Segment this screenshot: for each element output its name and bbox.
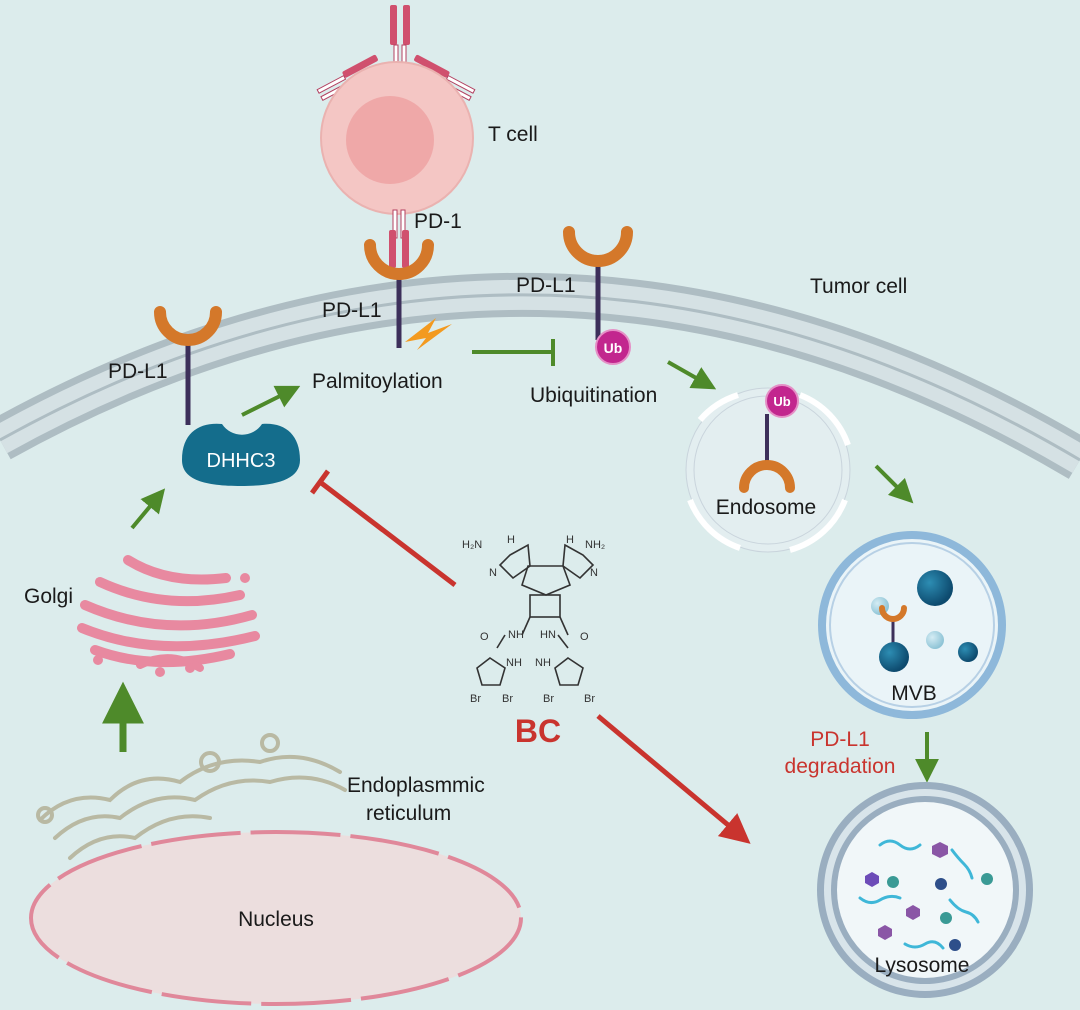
arrow-to-endosome bbox=[667, 360, 717, 390]
t-cell-label: T cell bbox=[488, 123, 538, 146]
arrow-bc-to-lysosome bbox=[596, 714, 751, 844]
ub-label-membrane: Ub bbox=[604, 340, 623, 356]
pdl1-receptor-right bbox=[563, 226, 633, 365]
palmitoylation-label: Palmitoylation bbox=[312, 370, 443, 393]
bc-chem-br-1: Br bbox=[470, 693, 481, 705]
bc-chem-nh-left: NH bbox=[508, 629, 524, 641]
t-cell bbox=[316, 5, 476, 215]
bc-chem-br-2: Br bbox=[502, 693, 513, 705]
pdl1-receptor-left bbox=[154, 306, 222, 425]
er-label-line1: Endoplasmmic bbox=[347, 774, 485, 797]
bc-chem-h-left: H bbox=[507, 534, 515, 546]
er-label-line2: reticulum bbox=[366, 802, 451, 825]
mvb-label: MVB bbox=[891, 682, 937, 705]
pd1-antibody bbox=[389, 209, 409, 268]
palmitoylation-bolt-icon bbox=[405, 318, 452, 350]
ubiquitination-label: Ubiquitination bbox=[530, 384, 657, 407]
degradation-label-line1: PD-L1 bbox=[810, 728, 870, 751]
pdl1-label-right: PD-L1 bbox=[516, 274, 576, 297]
endosome bbox=[685, 384, 851, 553]
bc-chem-o-right: O bbox=[580, 631, 589, 643]
bc-chem-n-left: N bbox=[489, 567, 497, 579]
lysosome-label: Lysosome bbox=[875, 954, 970, 977]
dhhc3-enzyme bbox=[182, 423, 300, 486]
golgi-apparatus bbox=[77, 555, 260, 677]
mvb bbox=[818, 531, 1006, 719]
arrow-golgi-to-dhhc3 bbox=[130, 488, 166, 530]
pdl1-label-left: PD-L1 bbox=[108, 360, 168, 383]
ub-tag-membrane bbox=[595, 329, 631, 365]
bc-chem-hn-right: HN bbox=[540, 629, 556, 641]
bc-chemical-structure bbox=[476, 543, 595, 686]
inhibit-bar-red bbox=[309, 469, 331, 495]
bc-compound-label: BC bbox=[515, 713, 561, 749]
bc-chem-br-3: Br bbox=[543, 693, 554, 705]
ub-label-endosome: Ub bbox=[773, 394, 790, 409]
t-cell-nucleus bbox=[346, 96, 434, 184]
tumor-cell-membrane bbox=[0, 272, 1080, 479]
tcr-antibody-top bbox=[390, 5, 410, 76]
pd1-label: PD-1 bbox=[414, 210, 462, 233]
degradation-label-line2: degradation bbox=[785, 755, 896, 778]
arrow-dhhc3-to-palmitoylation bbox=[241, 385, 301, 417]
tumor-cell-label: Tumor cell bbox=[810, 275, 907, 298]
dhhc3-label: DHHC3 bbox=[207, 450, 276, 472]
inhibit-bc-to-dhhc3 bbox=[318, 480, 457, 587]
pdl1-label-middle: PD-L1 bbox=[322, 299, 382, 322]
bc-chem-pyrrole-nh-right: NH bbox=[535, 657, 551, 669]
endoplasmic-reticulum bbox=[36, 733, 347, 860]
nucleus-label: Nucleus bbox=[238, 908, 314, 931]
arrow-endosome-to-mvb bbox=[874, 464, 914, 504]
bc-chem-br-4: Br bbox=[584, 693, 595, 705]
nucleus bbox=[29, 830, 523, 1006]
endosome-label: Endosome bbox=[716, 496, 816, 519]
bc-chem-h-right: H bbox=[566, 534, 574, 546]
bc-chem-nh2-right: NH₂ bbox=[585, 539, 605, 551]
pdl1-receptor-middle bbox=[364, 239, 434, 348]
bc-chem-o-left: O bbox=[480, 631, 489, 643]
lysosome bbox=[817, 782, 1033, 998]
golgi-label: Golgi bbox=[24, 585, 73, 608]
ub-tag-endosome bbox=[765, 384, 799, 418]
bc-chem-n-right: N bbox=[590, 567, 598, 579]
bc-chem-nh2-left: H₂N bbox=[462, 539, 482, 551]
bc-chem-pyrrole-nh-left: NH bbox=[506, 657, 522, 669]
